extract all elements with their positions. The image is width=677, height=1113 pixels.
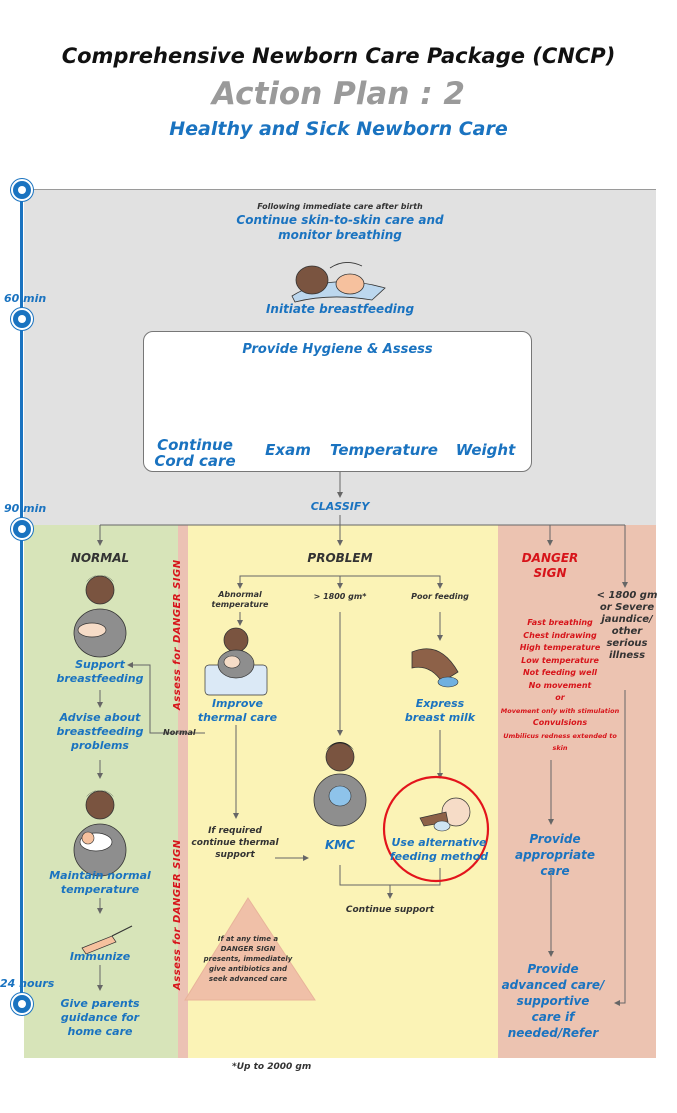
breastfeeding-illustration [291,262,386,303]
improve-thermal-label: Improve thermal care [197,697,278,724]
cord-care-label: Continue Cord care [154,436,236,470]
footnote: *Up to 2000 gm [232,1062,312,1072]
highlight-circle [382,775,490,883]
mother-holding-baby-illustration [73,790,127,877]
time-60min: 60 min [4,292,47,305]
danger-sign: No movement [528,680,592,690]
danger-signs-list: Fast breathing Chest indrawing High temp… [498,617,622,755]
danger-sign: Low temperature [521,655,599,665]
note-after-birth: Following immediate care after birth [257,202,423,211]
section-title: Healthy and Sick Newborn Care [169,118,508,140]
danger-heading: DANGER SIGN [521,551,579,580]
clock-icon [11,518,33,540]
thermal-care-illustration [204,627,268,696]
abnormal-temperature-label: Abnormal temperature [211,590,269,609]
action-plan-title: Action Plan : 2 [212,76,465,112]
weight-label: Weight [455,441,516,459]
main-title: Comprehensive Newborn Care Package (CNCP… [61,44,616,68]
mother-breastfeeding-illustration [73,575,127,658]
poor-feeding-label: Poor feeding [411,592,469,601]
timeline-bar [20,188,23,1003]
maintain-temperature-label: Maintain normal temperature [49,869,151,896]
support-breastfeeding-label: Support breastfeeding [56,658,144,685]
advanced-care-label: Provide advanced care/ supportive care i… [501,962,605,1040]
severe-condition-label: < 1800 gm or Severe jaundice/ other seri… [596,590,658,661]
time-90min: 90 min [4,502,47,515]
initiate-breastfeeding-label: Initiate breastfeeding [265,302,415,316]
clock-icon [11,993,33,1015]
assess-strip [178,525,188,1058]
hygiene-assess-box [143,331,532,472]
problem-heading: PROBLEM [307,551,373,565]
assess-danger-label: Assess for DANGER SIGN [172,839,183,990]
clock-icon [11,179,33,201]
top-rule [24,189,656,190]
danger-sign: Movement only with stimulation [500,706,620,715]
danger-sign: Umbilicus redness extended to skin [503,731,617,753]
syringe-illustration [81,925,133,955]
danger-sign: High temperature [519,643,601,652]
skin-to-skin-label: Continue skin-to-skin care and monitor b… [236,213,444,242]
appropriate-care-label: Provide appropriate care [514,832,596,878]
danger-sign: Chest indrawing [523,630,597,640]
hygiene-title: Provide Hygiene & Assess [242,342,433,357]
thermal-support-label: If required continue thermal support [191,826,279,860]
continue-support-label: Continue support [345,905,435,915]
express-milk-illustration [411,648,459,688]
alternative-feeding-illustration [419,797,471,832]
danger-zone [498,525,656,1058]
normal-return-label: Normal [163,728,196,737]
danger-sign: Convulsions [532,718,588,727]
immunize-label: Immunize [69,950,131,963]
warning-triangle [184,897,316,1001]
danger-sign: or [555,693,565,702]
exam-label: Exam [265,441,311,459]
assess-danger-label: Assess for DANGER SIGN [172,559,183,710]
temperature-label: Temperature [330,441,438,459]
kmc-label: KMC [324,838,356,852]
danger-warning-text: If at any time a DANGER SIGN presents, i… [203,935,293,983]
alternative-feeding-label: Use alternative feeding method [389,836,489,863]
danger-sign: Not feeding well [522,668,598,677]
express-milk-label: Express breast milk [404,697,476,724]
danger-sign: Fast breathing [527,618,593,627]
clock-icon [11,308,33,330]
kmc-illustration [313,742,367,827]
classify-label: CLASSIFY [310,500,370,513]
advise-label: Advise about breastfeeding problems [56,711,144,752]
time-24hours: 24 hours [0,977,55,990]
weight-branch-label: > 1800 gm* [313,592,367,601]
guidance-label: Give parents guidance for home care [60,997,140,1038]
normal-heading: NORMAL [70,551,130,565]
